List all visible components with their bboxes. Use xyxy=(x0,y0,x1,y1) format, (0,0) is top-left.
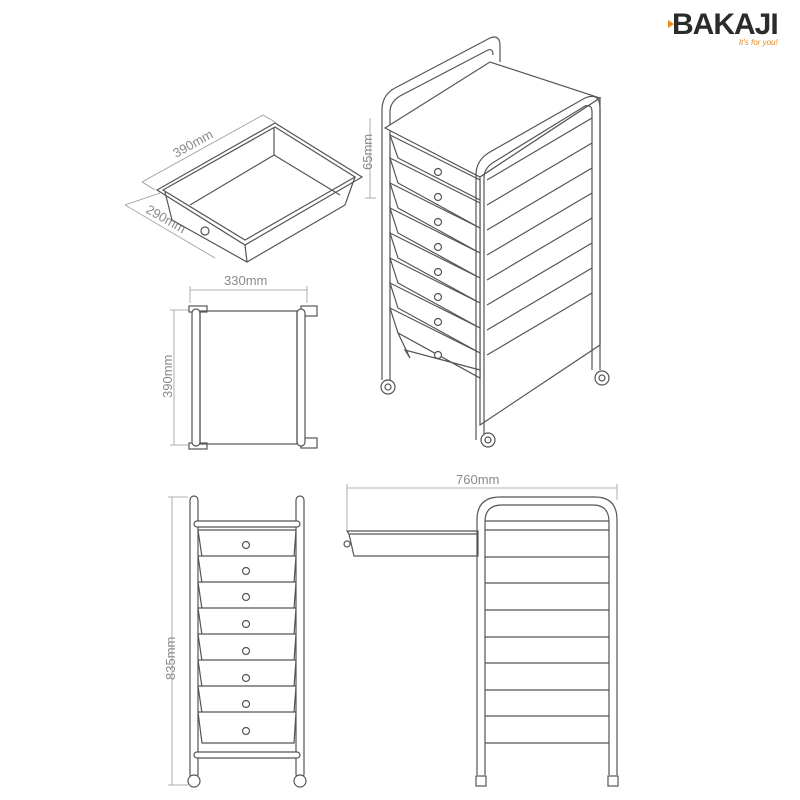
side-view: 760mm xyxy=(343,472,619,787)
brand-name: BAKAJI xyxy=(672,8,779,41)
drawer-height-label: 65mm xyxy=(360,134,375,170)
cart-isometric-view xyxy=(380,36,610,448)
extended-length-label: 760mm xyxy=(456,472,499,487)
top-width-label: 330mm xyxy=(224,273,267,288)
drawer-stack xyxy=(388,133,481,380)
side-slats xyxy=(486,117,593,356)
brand-tagline: It's for you! xyxy=(738,38,778,47)
drawer-width-label: 290mm xyxy=(144,202,189,237)
front-drawers xyxy=(197,529,297,744)
drawer-length-label: 390mm xyxy=(170,126,215,160)
drawer-isometric-view: 390mm 290mm 65mm xyxy=(124,114,376,263)
top-depth-label: 390mm xyxy=(160,355,175,398)
side-drawer-lines xyxy=(485,520,609,744)
brand-logo: BAKAJI It's for you! xyxy=(668,8,779,47)
front-view: 835mm xyxy=(163,495,307,788)
logo-arrow-icon xyxy=(668,20,674,28)
total-height-label: 835mm xyxy=(163,637,178,680)
top-view: 330mm 390mm xyxy=(160,273,318,450)
